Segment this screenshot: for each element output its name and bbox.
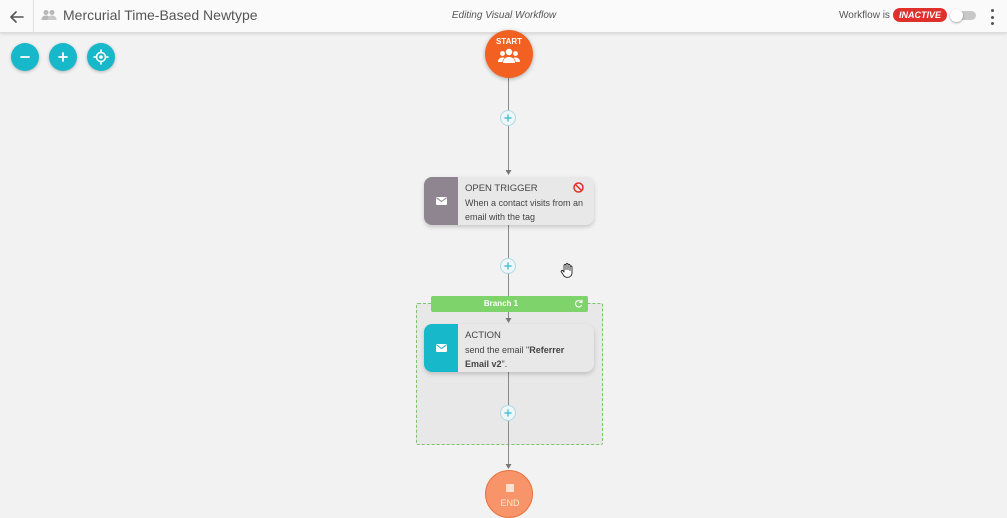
branch-header[interactable]: Branch 1	[431, 296, 588, 312]
kebab-menu-icon[interactable]	[987, 9, 997, 25]
stop-icon	[506, 484, 514, 492]
toggle-track	[956, 11, 976, 20]
hand-cursor-icon	[560, 263, 573, 278]
trigger-node[interactable]: OPEN TRIGGER When a contact visits from …	[424, 177, 594, 225]
crosshair-icon	[93, 49, 109, 65]
group-icon	[41, 10, 57, 20]
action-node[interactable]: ACTION send the email "Referrer Email v2…	[424, 324, 594, 372]
envelope-icon	[435, 344, 447, 352]
action-description-prefix: send the email "	[465, 345, 530, 355]
branch-label: Branch 1	[483, 299, 519, 308]
trigger-title: OPEN TRIGGER	[465, 183, 538, 194]
back-button[interactable]	[0, 0, 34, 33]
zoom-out-button[interactable]	[11, 43, 39, 71]
contacts-icon	[498, 48, 520, 63]
action-description: send the email "Referrer Email v2".	[465, 344, 589, 371]
minus-icon	[20, 56, 30, 58]
status-badge: INACTIVE	[893, 8, 948, 22]
end-node: END	[485, 470, 533, 518]
plus-icon	[504, 114, 512, 122]
add-step-button[interactable]	[500, 405, 516, 421]
start-label: START	[495, 37, 523, 46]
workflow-status-label: Workflow is	[839, 10, 890, 21]
toggle-knob	[950, 9, 963, 22]
plus-icon	[58, 52, 68, 62]
workflow-active-toggle[interactable]	[950, 9, 976, 22]
action-email-name: Referrer Email v2	[465, 345, 565, 369]
blocked-icon	[573, 182, 584, 193]
top-bar: Mercurial Time-Based Newtype Editing Vis…	[0, 0, 1007, 33]
add-step-button[interactable]	[500, 258, 516, 274]
end-label: END	[500, 498, 520, 508]
refresh-icon[interactable]	[574, 299, 583, 308]
plus-icon	[504, 262, 512, 270]
workflow-title[interactable]: Mercurial Time-Based Newtype	[63, 7, 258, 23]
editing-mode-label: Editing Visual Workflow	[451, 10, 557, 21]
trigger-node-sidebar	[424, 177, 458, 225]
envelope-icon	[435, 197, 447, 205]
zoom-in-button[interactable]	[49, 43, 77, 71]
arrow-left-icon	[9, 10, 24, 23]
recenter-button[interactable]	[87, 43, 115, 71]
action-node-sidebar	[424, 324, 458, 372]
trigger-description: When a contact visits from an email with…	[465, 198, 584, 222]
action-description-suffix: ".	[501, 358, 508, 369]
add-step-button[interactable]	[500, 110, 516, 126]
action-title: ACTION	[465, 330, 501, 341]
plus-icon	[504, 409, 512, 417]
start-node[interactable]: START	[485, 30, 533, 78]
